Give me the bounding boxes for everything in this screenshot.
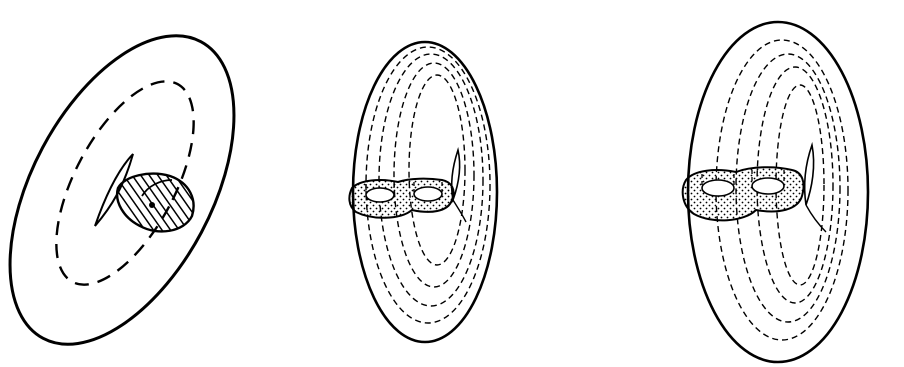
panel-1-hatched-disk — [117, 174, 193, 232]
panel-1-disk-center-point — [149, 202, 155, 208]
panel-3-inner-hole — [805, 145, 814, 205]
panel-3-dotted-band — [683, 167, 804, 220]
panel-3-torus — [683, 22, 868, 362]
panel-2-torus — [349, 42, 497, 342]
panel-2-hole-tail — [453, 200, 466, 222]
panel-1-torus — [0, 0, 280, 367]
